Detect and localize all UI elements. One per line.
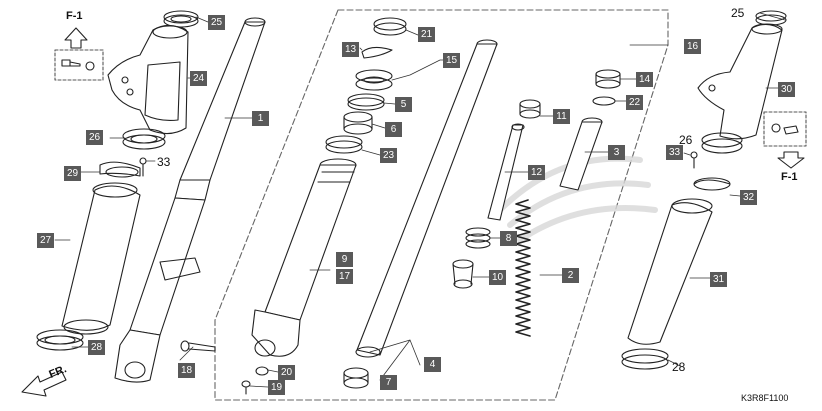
callout-33-right: 33 [666, 145, 683, 160]
callout-28: 28 [88, 340, 105, 355]
callout-10: 10 [489, 270, 506, 285]
part-10-stopper [452, 259, 474, 289]
callout-15: 15 [443, 53, 460, 68]
part-13-clip [361, 46, 393, 59]
drawing-code: K3R8F1100 [741, 393, 789, 403]
part-33-screw-right [690, 151, 698, 169]
part-2-main-spring [515, 199, 531, 337]
label-26-right: 26 [679, 133, 693, 147]
part-26-ring [122, 128, 166, 150]
part-28-ring-right [621, 348, 669, 370]
callout-27: 27 [37, 233, 54, 248]
part-11-cap [519, 99, 541, 119]
callout-32: 32 [740, 190, 757, 205]
part-30-upper-cover [697, 23, 783, 140]
callout-12: 12 [528, 165, 545, 180]
callout-25: 25 [208, 15, 225, 30]
part-15-oil-seal [355, 69, 393, 91]
f1-up-arrow-icon [64, 27, 88, 49]
callout-24: 24 [190, 71, 207, 86]
callout-23: 23 [380, 148, 397, 163]
part-29-clamp [99, 161, 141, 178]
callout-7: 7 [380, 375, 397, 390]
callout-26: 26 [86, 130, 103, 145]
part-23-ring [325, 135, 363, 154]
assembly-frame [214, 9, 669, 401]
part-28-ring [36, 329, 84, 351]
callout-14: 14 [636, 72, 653, 87]
part-8-spring [465, 227, 491, 249]
callout-1: 1 [252, 111, 269, 126]
part-5-washer [347, 93, 385, 111]
callout-20: 20 [278, 365, 295, 380]
callout-16: 16 [684, 39, 701, 54]
part-4-inner-tube [355, 39, 498, 358]
part-18-bolt [180, 340, 216, 352]
label-33: 33 [157, 155, 171, 169]
part-21-seal [373, 17, 407, 36]
callout-13: 13 [342, 42, 359, 57]
part-20-plug [255, 366, 269, 376]
part-22-oring [592, 96, 616, 106]
part-1-fork-tube [114, 17, 266, 383]
callout-5: 5 [395, 97, 412, 112]
part-3-collar [559, 117, 603, 191]
callout-31: 31 [710, 272, 727, 287]
callout-9: 9 [336, 252, 353, 267]
part-12-rod [487, 123, 525, 221]
part-32-clamp [693, 177, 731, 191]
part-24-upper-cover [107, 24, 189, 135]
label-28-right: 28 [672, 360, 686, 374]
callout-19: 19 [268, 380, 285, 395]
callout-22: 22 [626, 95, 643, 110]
part-31-lower-cover [627, 198, 713, 345]
part-19-screw [241, 380, 251, 395]
callout-30: 30 [778, 82, 795, 97]
bolt-washer-detail [54, 49, 104, 81]
callout-18: 18 [178, 363, 195, 378]
f1-down-arrow-icon [777, 151, 805, 169]
part-9-slider [251, 158, 357, 357]
callout-17: 17 [336, 269, 353, 284]
section-ref-f1-left: F-1 [66, 10, 83, 22]
part-14-cap [595, 69, 621, 89]
bolt-washer-detail-right [763, 111, 807, 147]
part-26-ring-right [701, 132, 743, 154]
callout-3: 3 [608, 145, 625, 160]
callout-2: 2 [562, 268, 579, 283]
part-25-cap [163, 10, 199, 28]
front-arrow-icon [21, 371, 67, 397]
part-6-bushing [343, 111, 373, 135]
callout-21: 21 [418, 27, 435, 42]
part-7-bushing [343, 367, 369, 389]
callout-11: 11 [553, 109, 570, 124]
part-33-screw [139, 157, 147, 177]
callout-4: 4 [424, 357, 441, 372]
section-ref-f1-right: F-1 [781, 171, 798, 183]
callout-6: 6 [385, 122, 402, 137]
callout-8: 8 [500, 231, 517, 246]
label-25-right: 25 [731, 6, 745, 20]
callout-29: 29 [64, 166, 81, 181]
leader-lines [54, 12, 786, 388]
part-27-lower-cover [61, 182, 141, 335]
